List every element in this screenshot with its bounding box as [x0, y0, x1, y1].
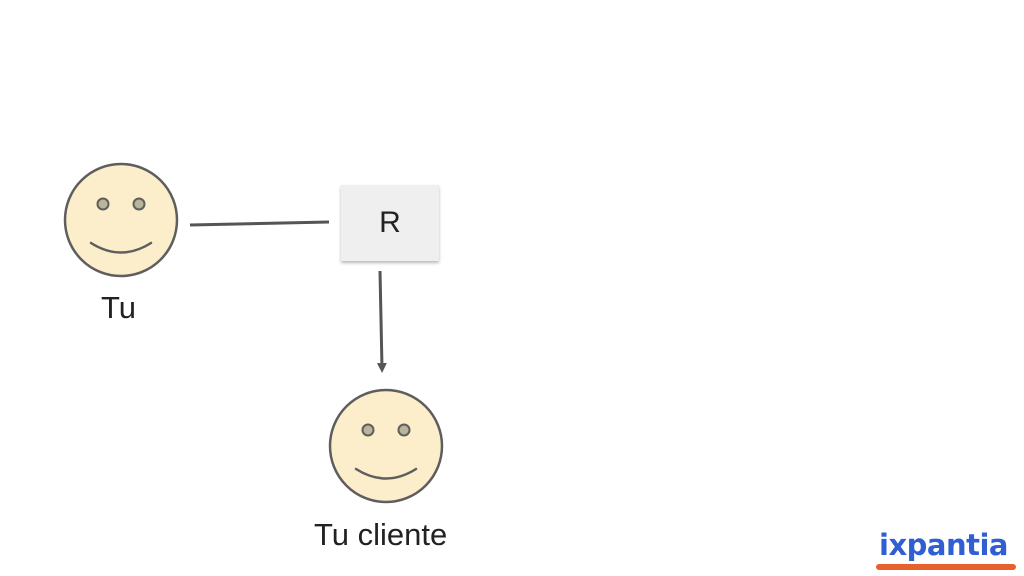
edge-r-to-cliente — [376, 270, 387, 373]
node-cliente-label: Tu cliente — [314, 517, 448, 552]
node-r-box: R — [341, 185, 439, 261]
smiley-face-icon-cliente — [328, 388, 444, 504]
node-r-label: R — [379, 206, 401, 239]
ixpantia-logo: ixpantia — [876, 531, 1018, 573]
smiley-face-icon-tu — [63, 162, 179, 278]
edge-tu-to-r — [189, 220, 330, 227]
node-tu-label: Tu — [101, 290, 137, 325]
logo-wordmark: ixpantia — [879, 528, 1009, 562]
logo-underline — [876, 564, 1016, 570]
